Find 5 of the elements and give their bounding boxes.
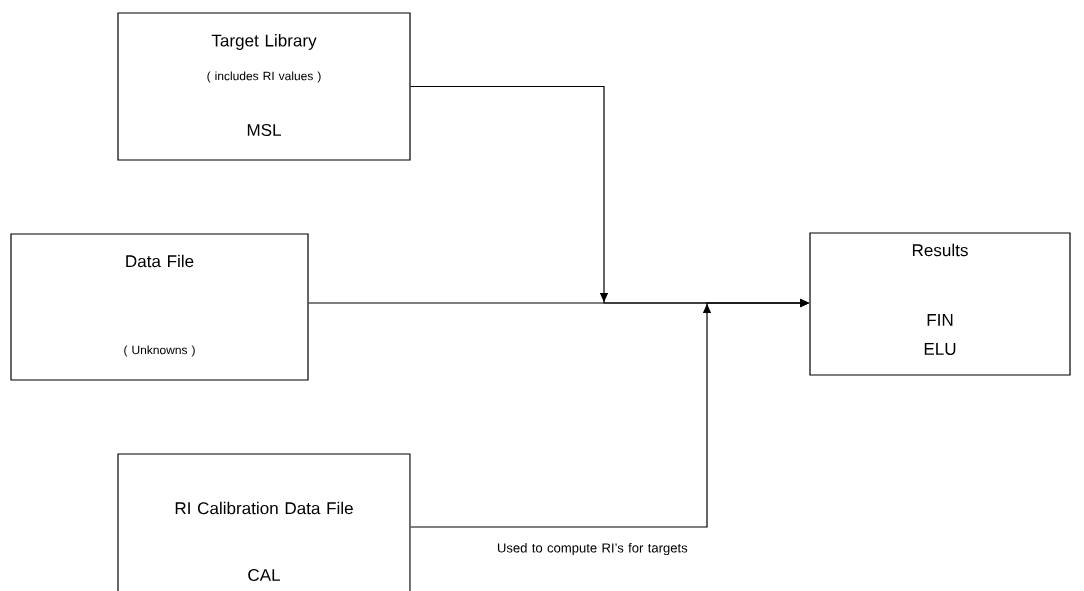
process-box: Data File ( Unknowns ) xyxy=(10,233,309,381)
edge-label: Used to compute RI’s for targets xyxy=(497,542,688,556)
process-box: RI Calibration Data File CAL xyxy=(117,453,411,591)
process-box: Target Library ( includes RI values ) MSL xyxy=(117,12,411,161)
process-box: Results FIN ELU xyxy=(809,232,1071,376)
